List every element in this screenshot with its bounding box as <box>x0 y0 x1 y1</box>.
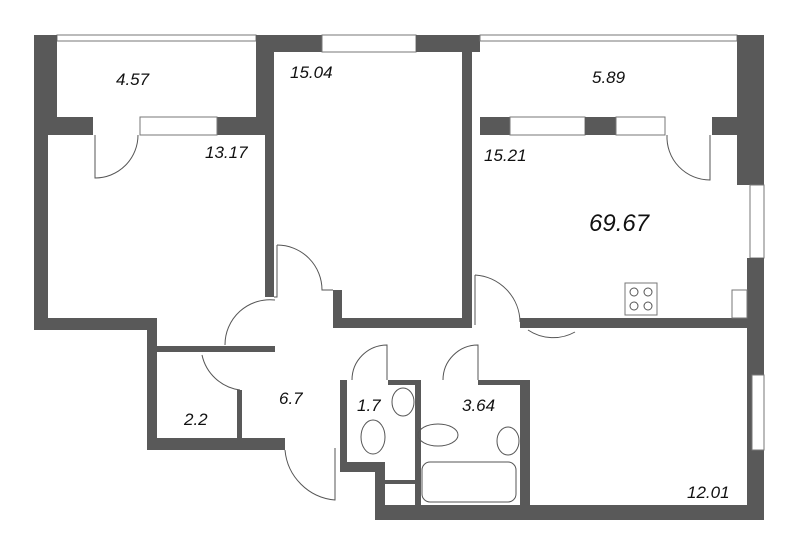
room-area-storage: 2.2 <box>184 410 208 429</box>
stove-icon <box>624 282 658 316</box>
cabinet <box>731 289 748 319</box>
wall <box>157 346 275 352</box>
window <box>509 116 586 136</box>
wall <box>57 117 93 135</box>
room-area-bathroom: 3.64 <box>462 396 496 415</box>
wall <box>585 117 616 135</box>
door-leaf <box>274 245 278 298</box>
wall <box>385 480 415 484</box>
wall <box>388 380 415 385</box>
bathtub-icon <box>421 461 517 503</box>
wall <box>375 462 385 520</box>
wall <box>265 117 274 297</box>
wall <box>256 35 274 135</box>
wall <box>340 380 347 470</box>
wall <box>415 380 421 505</box>
door-swing <box>276 244 333 291</box>
door-swing <box>351 344 388 381</box>
room-area-balcony-left: 4.57 <box>116 70 150 89</box>
wall <box>147 438 285 450</box>
wall <box>520 380 530 520</box>
wall <box>34 35 57 135</box>
wall <box>340 462 385 472</box>
door-swing <box>94 134 139 179</box>
toilet-icon <box>360 419 386 455</box>
door-swing <box>442 344 479 381</box>
room-area-hallway: 6.7 <box>279 389 303 408</box>
total-area: 69.67 <box>589 210 650 237</box>
window <box>749 184 765 259</box>
door-swing <box>474 274 521 325</box>
wall <box>333 290 342 328</box>
room-area-bedroom-left: 13.17 <box>205 143 248 162</box>
window <box>615 116 666 136</box>
window <box>751 374 765 451</box>
wall <box>147 318 157 450</box>
room-area-toilet: 1.7 <box>357 396 381 415</box>
wall <box>217 117 274 135</box>
room-area-living-kitchen: 15.21 <box>484 146 527 165</box>
wall <box>34 117 48 330</box>
door-swing <box>527 329 576 339</box>
wall <box>333 318 472 328</box>
wall <box>737 35 764 185</box>
door-swing <box>224 299 276 346</box>
window <box>321 34 417 53</box>
toilet-icon <box>417 423 459 447</box>
room-area-bedroom-middle: 15.04 <box>290 63 333 82</box>
wall <box>237 390 242 440</box>
sink-icon <box>391 387 415 417</box>
balcony-door-window <box>139 116 218 136</box>
room-area-bedroom-right: 12.01 <box>687 483 730 502</box>
wall <box>375 505 764 520</box>
wall <box>520 318 747 328</box>
wall <box>712 117 747 135</box>
door-swing <box>666 134 711 181</box>
window <box>479 34 738 42</box>
door-swing <box>201 354 241 391</box>
wall <box>462 35 472 328</box>
wall <box>480 117 510 135</box>
room-area-balcony-right: 5.89 <box>592 68 626 87</box>
sink-icon <box>496 426 520 456</box>
wall <box>274 35 322 52</box>
entrance-door-swing <box>284 448 336 501</box>
wall <box>34 318 157 330</box>
wall <box>478 380 530 385</box>
window <box>56 34 257 42</box>
